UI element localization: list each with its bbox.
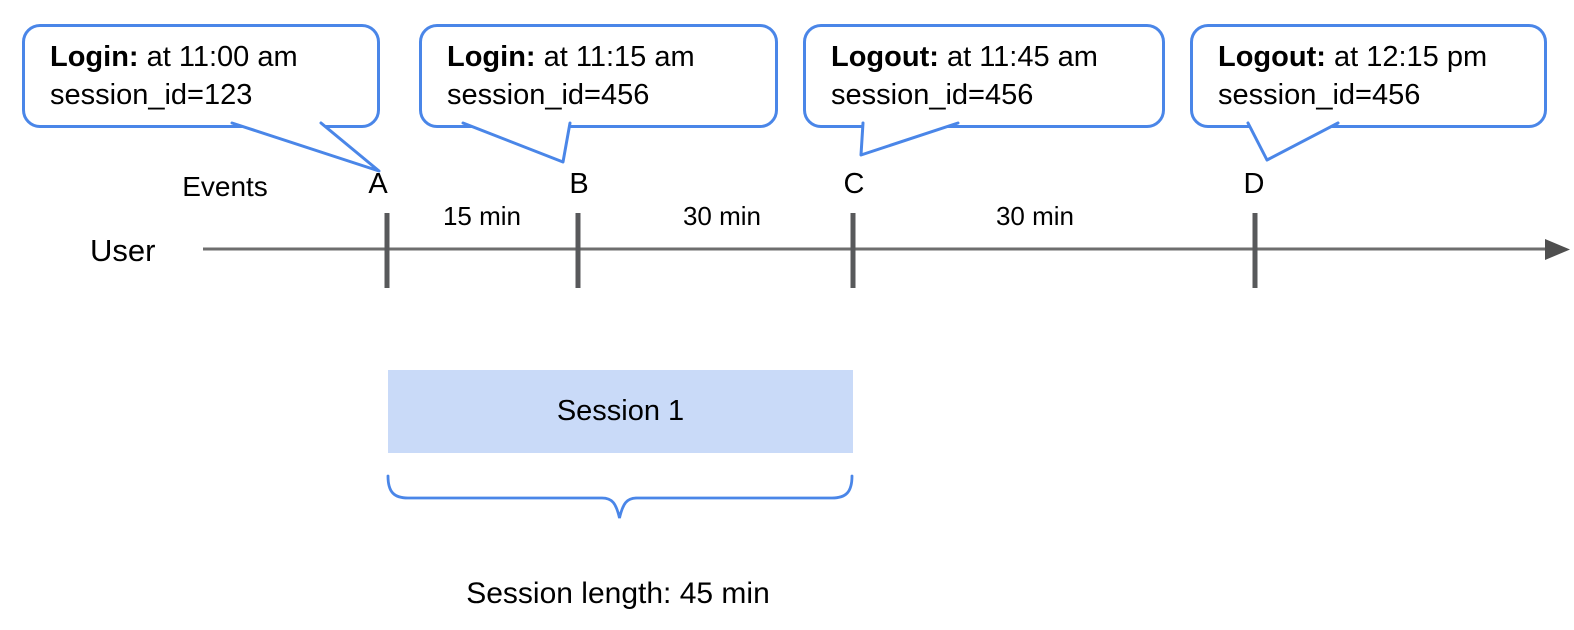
events-label: Events: [182, 171, 268, 202]
session-id-text: session_id=123: [50, 79, 253, 111]
callout-tail-a: [230, 121, 381, 173]
event-marker-a: A: [368, 168, 388, 200]
event-type-label: Logout:: [831, 41, 939, 73]
session-id-text: session_id=456: [1218, 79, 1421, 111]
callout-tail-b: [461, 121, 572, 164]
session-box: Session 1: [388, 370, 853, 453]
session-length-brace: [386, 474, 854, 519]
user-axis-label: User: [90, 233, 156, 268]
event-time-text: at 11:00 am: [138, 41, 298, 73]
interval-label-3: 30 min: [995, 201, 1075, 231]
interval-label-1: 15 min: [442, 201, 522, 231]
callout-bubble-d: Logout: at 12:15 pm session_id=456: [1190, 24, 1547, 128]
event-marker-d: D: [1243, 168, 1265, 200]
session-box-label: Session 1: [556, 395, 685, 427]
event-time-text: at 11:15 am: [535, 41, 695, 73]
timeline-arrowhead-icon: [1545, 239, 1570, 260]
callout-line-1: Login: at 11:00 am: [50, 38, 359, 76]
callout-line-1: Logout: at 12:15 pm: [1218, 38, 1526, 76]
callout-line-1: Logout: at 11:45 am: [831, 38, 1144, 76]
callout-bubble-a: Login: at 11:00 am session_id=123: [22, 24, 380, 128]
event-time-text: at 12:15 pm: [1325, 41, 1488, 73]
session-id-text: session_id=456: [447, 79, 650, 111]
event-marker-b: B: [569, 168, 589, 200]
interval-label-2: 30 min: [682, 201, 762, 231]
event-type-label: Logout:: [1218, 41, 1326, 73]
session-id-text: session_id=456: [831, 79, 1034, 111]
event-type-label: Login:: [447, 41, 536, 73]
event-time-text: at 11:45 am: [938, 41, 1098, 73]
session-length-label: Session length: 45 min: [466, 577, 770, 610]
callout-bubble-c: Logout: at 11:45 am session_id=456: [803, 24, 1165, 128]
callout-line-1: Login: at 11:15 am: [447, 38, 757, 76]
event-type-label: Login:: [50, 41, 139, 73]
callout-bubble-b: Login: at 11:15 am session_id=456: [419, 24, 778, 128]
event-marker-c: C: [843, 168, 865, 200]
callout-tail-d: [1246, 121, 1340, 162]
